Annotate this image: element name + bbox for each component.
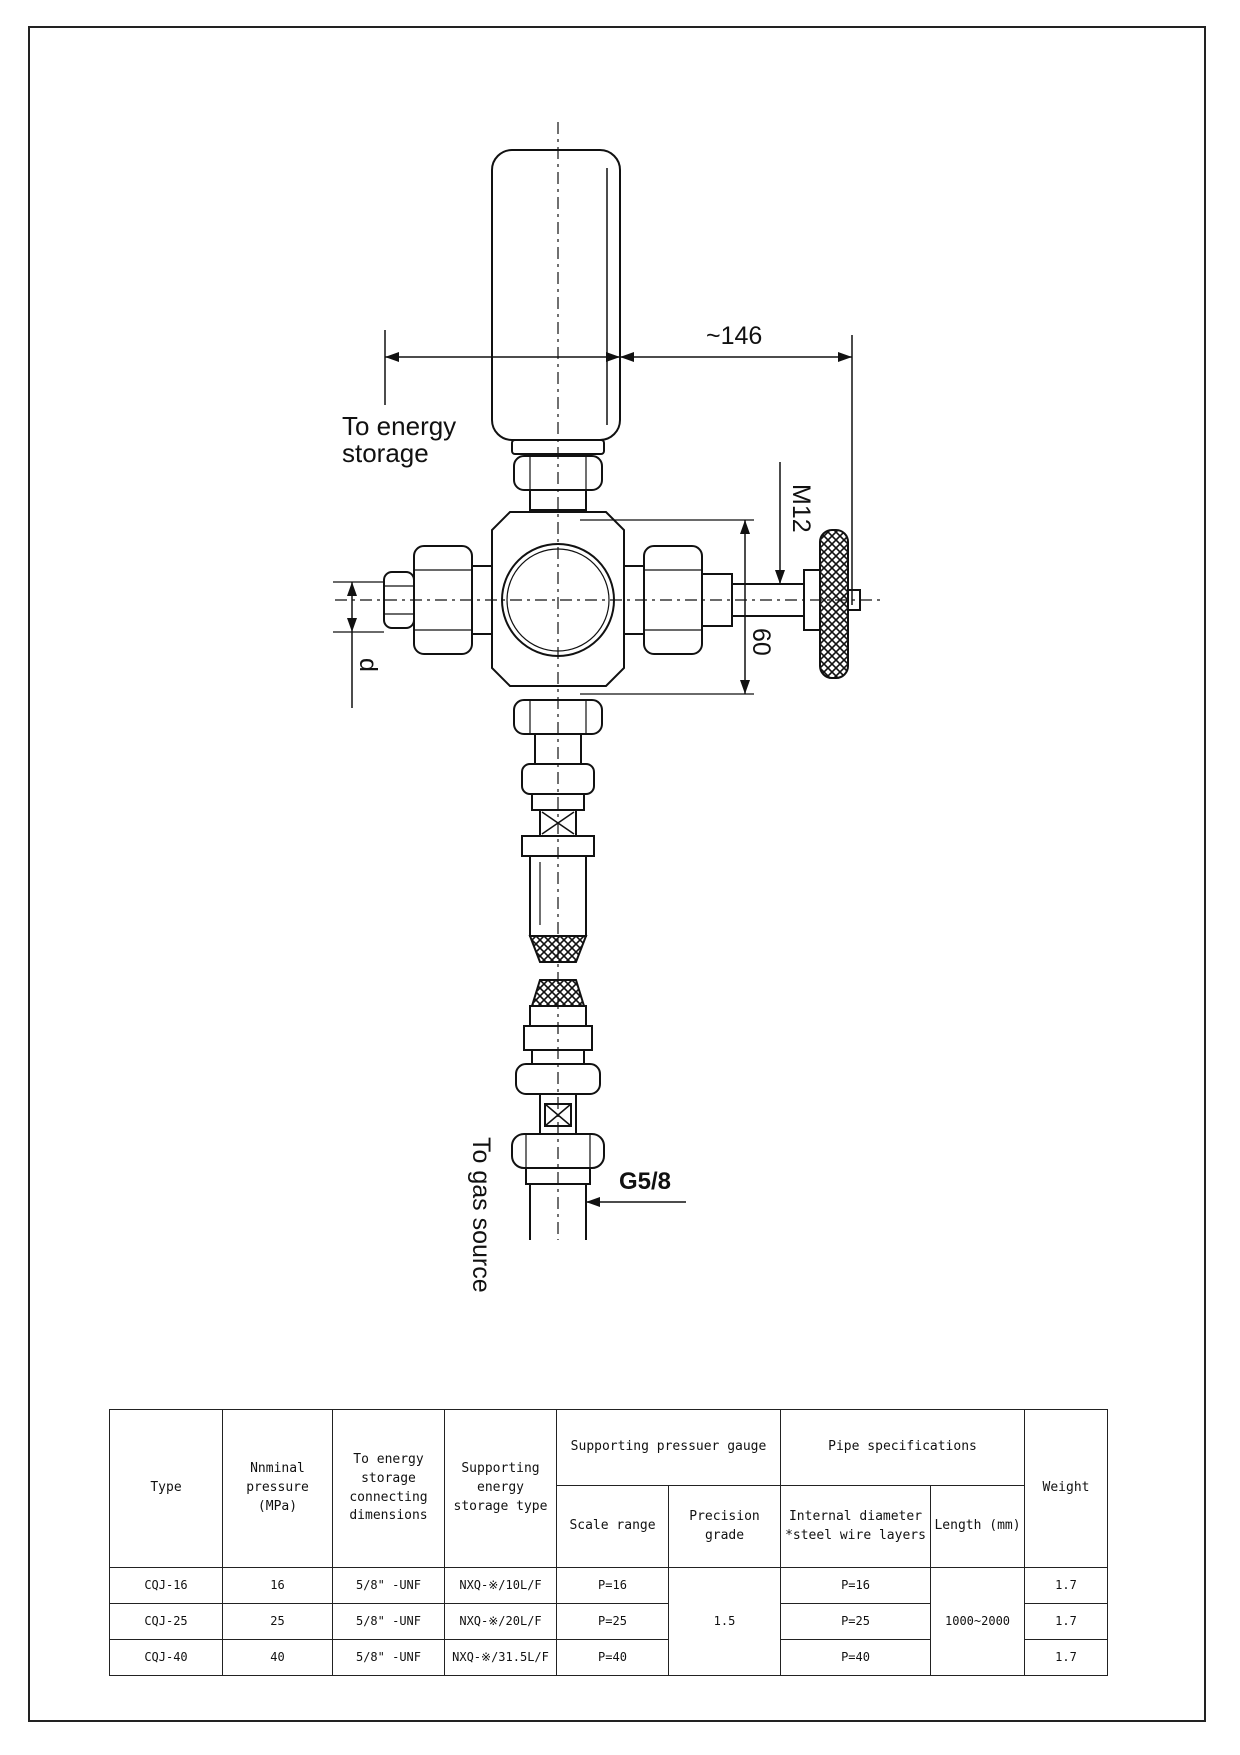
label-to-gas-source: To gas source	[467, 1137, 495, 1293]
header-weight: Weight	[1024, 1409, 1109, 1568]
valve-body-bore	[501, 543, 615, 657]
specification-table: Type Nnminal pressure (MPa) To energy st…	[109, 1409, 1109, 1676]
header-scale-range: Scale range	[556, 1485, 669, 1568]
cell-weight: 1.7	[1024, 1603, 1109, 1640]
cell-precision: 1.5	[667, 1567, 782, 1676]
cell-pressure: 25	[222, 1603, 333, 1640]
cell-type: CQJ-40	[109, 1639, 223, 1676]
cell-conn: 5/8" -UNF	[332, 1639, 445, 1676]
cell-conn: 5/8" -UNF	[332, 1567, 445, 1604]
cell-pressure: 40	[222, 1639, 333, 1676]
cell-pressure: 16	[222, 1567, 333, 1604]
label-to-energy-storage: To energy storage	[342, 411, 457, 469]
header-nominal-pressure: Nnminal pressure (MPa)	[222, 1409, 333, 1568]
cell-pipe: P=40	[780, 1639, 932, 1676]
cell-storage: NXQ-※/10L/F	[444, 1567, 557, 1604]
cell-weight: 1.7	[1024, 1567, 1109, 1604]
header-storage-type: Supporting energy storage type	[444, 1409, 557, 1568]
cell-length: 1000~2000	[930, 1567, 1026, 1676]
cell-storage: NXQ-※/31.5L/F	[444, 1639, 557, 1676]
handwheel	[819, 529, 849, 679]
header-connecting-dimensions: To energy storage connecting dimensions	[332, 1409, 445, 1568]
drawing-frame	[28, 26, 1206, 1722]
cell-storage: NXQ-※/20L/F	[444, 1603, 557, 1640]
cell-scale: P=25	[556, 1603, 669, 1640]
label-dim-146: ~146	[706, 322, 763, 350]
pressure-gauge-body	[491, 149, 621, 441]
header-pipe-specifications: Pipe specifications	[780, 1409, 1026, 1486]
header-precision-grade: Precision grade	[667, 1485, 782, 1568]
cell-scale: P=16	[556, 1567, 669, 1604]
table-row: CQJ-25 25 5/8" -UNF NXQ-※/20L/F P=25 P=2…	[109, 1603, 1109, 1640]
cell-type: CQJ-25	[109, 1603, 223, 1640]
cell-scale: P=40	[556, 1639, 669, 1676]
cell-type: CQJ-16	[109, 1567, 223, 1604]
label-d: d	[354, 658, 382, 672]
label-m12: M12	[787, 484, 815, 533]
label-dim-60: 60	[747, 628, 775, 656]
header-type: Type	[109, 1409, 223, 1568]
cell-conn: 5/8" -UNF	[332, 1603, 445, 1640]
header-pressure-gauge: Supporting pressuer gauge	[555, 1409, 782, 1486]
table-row: CQJ-16 16 5/8" -UNF NXQ-※/10L/F P=16 1.5…	[109, 1567, 1109, 1676]
cell-pipe: P=25	[780, 1603, 932, 1640]
pipe-end-knurl-lower	[530, 979, 586, 1007]
header-internal-diameter: Internal diameter *steel wire layers	[780, 1485, 932, 1568]
label-g58: G5/8	[619, 1168, 672, 1195]
cell-pipe: P=16	[780, 1567, 932, 1604]
header-length: Length (mm)	[930, 1485, 1026, 1568]
cell-weight: 1.7	[1024, 1639, 1109, 1676]
table-row: CQJ-40 40 5/8" -UNF NXQ-※/31.5L/F P=40 P…	[109, 1639, 1109, 1676]
pipe-end-knurl-upper	[528, 935, 588, 963]
